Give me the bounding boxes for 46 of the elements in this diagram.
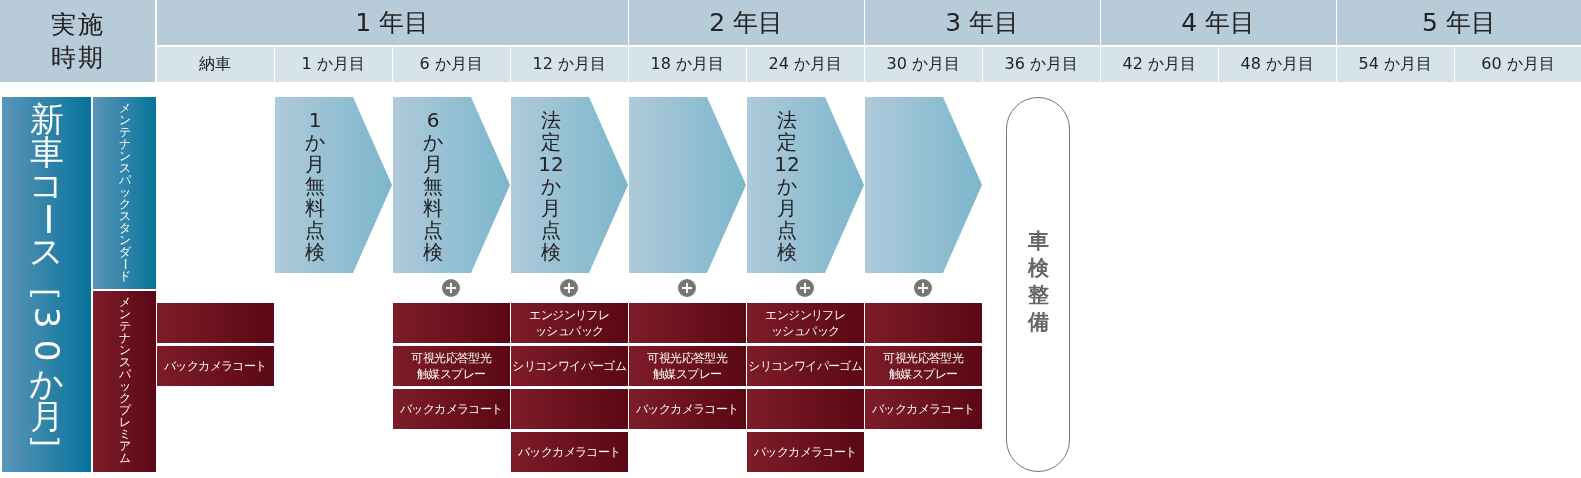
inspection-step: 法定12か月点検 <box>511 97 628 273</box>
option-box: バックカメラコート <box>747 432 864 472</box>
column-header: 実施時期 <box>0 0 155 82</box>
option-box: エンジンリフレッシュパック <box>511 303 628 343</box>
month-header: 60 か月目 <box>1455 47 1581 82</box>
year-header: 1 年目 <box>157 0 628 45</box>
month-header: 12 か月目 <box>511 47 628 82</box>
course-band: 新車コース［30か月］ <box>2 97 91 472</box>
plan-band: メンテナンスパックプレミアム <box>93 291 156 472</box>
month-header: 36 か月目 <box>983 47 1100 82</box>
year-header: 3 年目 <box>865 0 1100 45</box>
inspection-step: 1か月無料点検 <box>275 97 392 273</box>
month-header: 54 か月目 <box>1337 47 1454 82</box>
option-box <box>511 389 628 429</box>
inspection-step: 法定12か月点検 <box>747 97 864 273</box>
option-box: バックカメラコート <box>629 389 746 429</box>
month-header: 30 か月目 <box>865 47 982 82</box>
year-header: 2 年目 <box>629 0 864 45</box>
month-header: 24 か月目 <box>747 47 864 82</box>
option-box <box>157 303 274 343</box>
option-box <box>629 303 746 343</box>
option-box: 可視光応答型光触媒スプレー <box>629 346 746 386</box>
option-box: バックカメラコート <box>511 432 628 472</box>
month-header: 納車 <box>157 47 274 82</box>
month-header: 48 か月目 <box>1219 47 1336 82</box>
option-box <box>393 303 510 343</box>
option-box: シリコンワイパーゴム <box>747 346 864 386</box>
year-header: 4 年目 <box>1101 0 1336 45</box>
year-header: 5 年目 <box>1337 0 1581 45</box>
option-box: 可視光応答型光触媒スプレー <box>865 346 982 386</box>
option-box: バックカメラコート <box>865 389 982 429</box>
option-box: エンジンリフレッシュパック <box>747 303 864 343</box>
option-box <box>865 303 982 343</box>
inspection-step <box>865 97 982 273</box>
plan-band: メンテナンスパックスタンダード <box>93 97 156 289</box>
option-box: 可視光応答型光触媒スプレー <box>393 346 510 386</box>
inspection-step <box>629 97 746 273</box>
month-header: 6 か月目 <box>393 47 510 82</box>
inspection-step: 6か月無料点検 <box>393 97 510 273</box>
month-header: 18 か月目 <box>629 47 746 82</box>
option-box: バックカメラコート <box>393 389 510 429</box>
month-header: 42 か月目 <box>1101 47 1218 82</box>
month-header: 1 か月目 <box>275 47 392 82</box>
option-box: バックカメラコート <box>157 346 274 386</box>
option-box: シリコンワイパーゴム <box>511 346 628 386</box>
option-box <box>747 389 864 429</box>
